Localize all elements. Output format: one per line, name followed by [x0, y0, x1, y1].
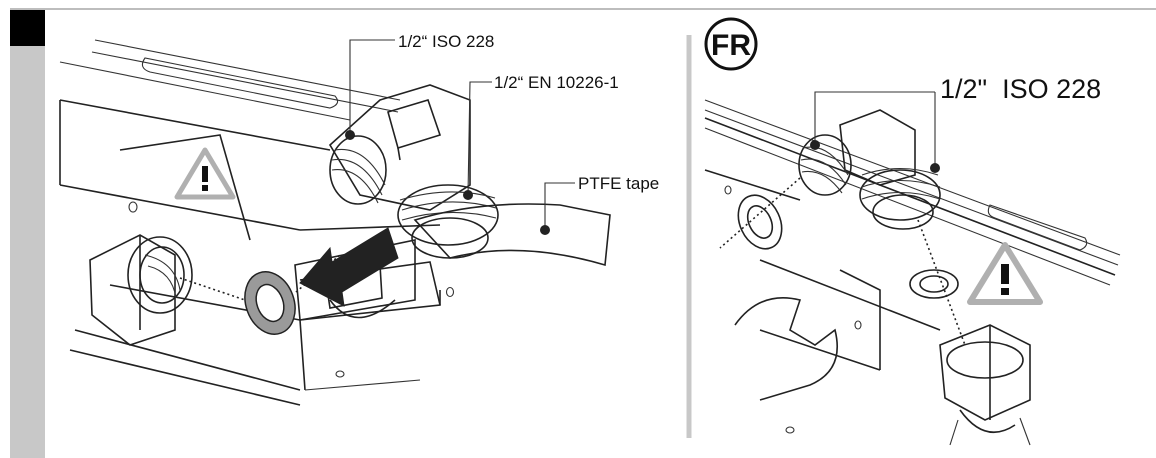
alignment-line-left-a [179, 277, 246, 301]
left-panel: 1/2“ ISO 228 1/2“ EN 10226-1 PTFE tape [59, 32, 659, 406]
callout-dot-ptfe [540, 225, 550, 235]
boiler-housing-left [59, 39, 455, 406]
callout-dot-iso-right-b [930, 163, 940, 173]
alignment-line-right-b [917, 219, 966, 346]
warning-triangle-icon [174, 147, 236, 200]
thread-fitting-left [798, 109, 916, 196]
callout-dot-en [463, 190, 473, 200]
label-iso-228-right: 1/2" ISO 228 [940, 74, 1101, 104]
elbow-fitting [328, 84, 499, 259]
callout-line-iso-right-a [814, 91, 935, 145]
sealing-washer-right-b [909, 269, 959, 299]
thread-fitting-right [859, 168, 941, 230]
warning-triangle-icon [967, 242, 1043, 305]
label-iso-228-left: 1/2“ ISO 228 [398, 32, 494, 51]
wrench-outline [734, 296, 839, 401]
country-badge-text: FR [711, 29, 751, 62]
arrow-left-icon [299, 227, 399, 307]
callout-line-ptfe [544, 182, 575, 230]
label-en-10226: 1/2“ EN 10226-1 [494, 73, 619, 92]
sealing-washer-right-a [737, 194, 783, 250]
callout-dot-iso-right-a [810, 140, 820, 150]
left-sidebar-bar [10, 10, 45, 458]
callout-dot-iso [345, 130, 355, 140]
corner-black-block [10, 10, 45, 46]
label-ptfe-tape: PTFE tape [578, 174, 659, 193]
hex-nut-right [939, 324, 1031, 446]
callout-line-iso [349, 39, 395, 135]
sealing-washer-left [244, 271, 296, 335]
ptfe-tape [413, 203, 611, 267]
hex-nut-left [89, 234, 193, 346]
country-badge: FR [704, 17, 758, 71]
right-panel: FR [704, 17, 1121, 446]
boiler-housing-right [704, 99, 1121, 434]
callout-line-en [467, 81, 492, 196]
